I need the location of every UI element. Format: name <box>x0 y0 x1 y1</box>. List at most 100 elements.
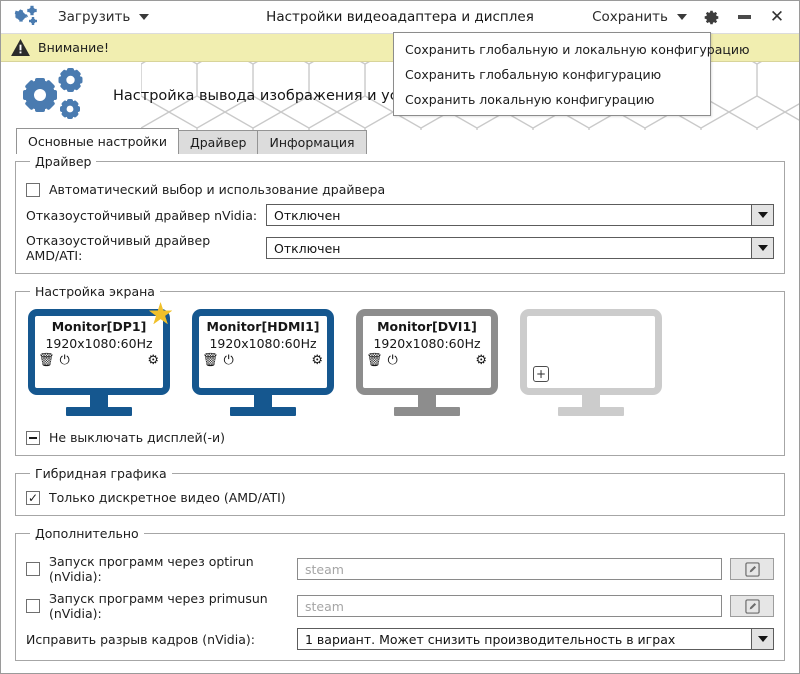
save-dropdown-menu: Сохранить глобальную и локальную конфигу… <box>393 32 750 116</box>
driver-group: Драйвер Автоматический выбор и использов… <box>15 154 785 274</box>
load-menu-button[interactable]: Загрузить <box>52 6 155 28</box>
power-icon[interactable]: ⏻ <box>387 353 398 368</box>
close-icon: ✕ <box>769 6 785 27</box>
primusrun-row: Запуск программ через primusun (nVidia):… <box>26 591 774 621</box>
monitor-body: + <box>520 309 662 395</box>
monitor-neck <box>254 395 272 407</box>
menu-item-save-local[interactable]: Сохранить локальную конфигурацию <box>405 92 655 107</box>
primusrun-label: Запуск программ через primusun (nVidia): <box>49 591 268 621</box>
tab-driver[interactable]: Драйвер <box>177 130 259 154</box>
keep-display-on-row: Не выключать дисплей(-и) <box>26 430 774 445</box>
monitor-card-dvi1[interactable]: Monitor[DVI1] 1920x1080:60Hz 🗑 ⏻ ⚙ <box>356 309 498 416</box>
hybrid-group-legend: Гибридная графика <box>35 466 167 481</box>
discrete-only-label: Только дискретное видео (AMD/ATI) <box>49 490 286 505</box>
additional-group: Дополнительно Запуск программ через opti… <box>15 526 785 661</box>
chevron-down-icon[interactable] <box>751 629 773 649</box>
save-menu-button[interactable]: Сохранить <box>588 6 691 28</box>
monitor-neck <box>582 395 600 407</box>
monitor-body: Monitor[HDMI1] 1920x1080:60Hz 🗑 ⏻ ⚙ <box>192 309 334 395</box>
optirun-label: Запуск программ через optirun (nVidia): <box>49 554 254 584</box>
monitor-neck <box>418 395 436 407</box>
load-menu-label: Загрузить <box>58 9 131 25</box>
power-icon[interactable]: ⏻ <box>59 353 70 368</box>
tearing-fix-label: Исправить разрыв кадров (nVidia): <box>26 631 255 647</box>
tearing-fix-combobox[interactable]: 1 вариант. Может снизить производительно… <box>297 628 774 650</box>
monitor-neck <box>90 395 108 407</box>
discrete-only-row: ✓ Только дискретное видео (AMD/ATI) <box>26 490 774 505</box>
plus-box-icon[interactable]: + <box>533 366 549 382</box>
amd-fallback-combobox[interactable]: Отключен <box>266 237 774 259</box>
nvidia-fallback-combobox[interactable]: Отключен <box>266 204 774 226</box>
gears-logo-icon <box>17 65 109 127</box>
auto-driver-row: Автоматический выбор и использование дра… <box>26 182 774 197</box>
trash-icon[interactable]: 🗑 <box>202 353 219 368</box>
nvidia-fallback-value: Отключен <box>274 207 341 223</box>
optirun-row: Запуск программ через optirun (nVidia): … <box>26 554 774 584</box>
monitor-list: ★ Monitor[DP1] 1920x1080:60Hz 🗑 ⏻ ⚙ <box>26 300 774 416</box>
auto-driver-label: Автоматический выбор и использование дра… <box>49 182 386 197</box>
tab-main-settings[interactable]: Основные настройки <box>16 128 179 154</box>
screen-settings-group: Настройка экрана ★ Monitor[DP1] 1920x108… <box>15 284 785 456</box>
menu-item-save-global-and-local[interactable]: Сохранить глобальную и локальную конфигу… <box>405 42 750 57</box>
edit-pencil-icon <box>744 561 760 577</box>
monitor-screen: + <box>527 316 655 388</box>
monitor-stand <box>558 407 624 416</box>
optirun-input[interactable]: steam <box>297 558 722 580</box>
monitor-stand <box>66 407 132 416</box>
gears-icon <box>8 3 46 31</box>
primusrun-checkbox[interactable] <box>26 599 40 613</box>
optirun-checkbox[interactable] <box>26 562 40 576</box>
monitor-screen: Monitor[HDMI1] 1920x1080:60Hz 🗑 ⏻ ⚙ <box>199 316 327 388</box>
amd-fallback-label: Отказоустойчивый драйвер AMD/ATI: <box>26 233 211 263</box>
edit-pencil-icon <box>744 598 760 614</box>
primusrun-edit-button[interactable] <box>730 595 774 617</box>
optirun-edit-button[interactable] <box>730 558 774 580</box>
chevron-down-icon[interactable] <box>751 238 773 258</box>
chevron-down-icon[interactable] <box>751 205 773 225</box>
titlebar-right-controls: Сохранить ✕ <box>588 4 799 30</box>
monitor-stand <box>230 407 296 416</box>
tab-bar: Основные настройки Драйвер Информация <box>1 128 799 154</box>
warning-triangle-icon <box>11 39 30 56</box>
keep-display-on-label: Не выключать дисплей(-и) <box>49 430 226 445</box>
monitor-card-hdmi1[interactable]: Monitor[HDMI1] 1920x1080:60Hz 🗑 ⏻ ⚙ <box>192 309 334 416</box>
driver-group-legend: Драйвер <box>35 154 92 169</box>
settings-button[interactable] <box>698 4 724 30</box>
gear-icon <box>704 10 718 24</box>
gear-icon[interactable]: ⚙ <box>147 353 159 368</box>
screen-group-legend: Настройка экрана <box>35 284 155 299</box>
monitor-resolution: 1920x1080:60Hz <box>45 336 153 351</box>
trash-icon[interactable]: 🗑 <box>366 353 383 368</box>
monitor-actions: 🗑 ⏻ ⚙ <box>199 354 327 367</box>
tearing-fix-value: 1 вариант. Может снизить производительно… <box>305 631 676 647</box>
chevron-down-icon <box>139 14 150 20</box>
warning-text: Внимание! <box>38 40 109 55</box>
auto-driver-checkbox[interactable] <box>26 182 40 197</box>
additional-group-legend: Дополнительно <box>35 526 139 541</box>
amd-fallback-value: Отключен <box>274 240 341 256</box>
monitor-body: Monitor[DVI1] 1920x1080:60Hz 🗑 ⏻ ⚙ <box>356 309 498 395</box>
nvidia-fallback-label: Отказоустойчивый драйвер nVidia: <box>26 207 258 223</box>
monitor-body: Monitor[DP1] 1920x1080:60Hz 🗑 ⏻ ⚙ <box>28 309 170 395</box>
monitor-actions: 🗑 ⏻ ⚙ <box>363 354 491 367</box>
gear-icon[interactable]: ⚙ <box>311 353 323 368</box>
add-monitor-card[interactable]: + <box>520 309 662 416</box>
trash-icon[interactable]: 🗑 <box>38 353 55 368</box>
menu-item-save-global[interactable]: Сохранить глобальную конфигурацию <box>405 67 662 82</box>
close-button[interactable]: ✕ <box>764 4 790 30</box>
discrete-only-checkbox[interactable]: ✓ <box>26 490 40 505</box>
monitor-screen: Monitor[DP1] 1920x1080:60Hz 🗑 ⏻ ⚙ <box>35 316 163 388</box>
tab-panel-main-settings: Драйвер Автоматический выбор и использов… <box>1 154 799 661</box>
power-icon[interactable]: ⏻ <box>223 353 234 368</box>
hybrid-graphics-group: Гибридная графика ✓ Только дискретное ви… <box>15 466 785 516</box>
monitor-card-dp1[interactable]: ★ Monitor[DP1] 1920x1080:60Hz 🗑 ⏻ ⚙ <box>28 300 174 416</box>
tab-information[interactable]: Информация <box>257 130 367 154</box>
minimize-button[interactable] <box>731 4 757 30</box>
keep-display-on-checkbox[interactable] <box>26 430 40 445</box>
monitor-actions: 🗑 ⏻ ⚙ <box>35 354 163 367</box>
chevron-down-icon <box>677 14 687 20</box>
primusrun-input[interactable]: steam <box>297 595 722 617</box>
gear-icon[interactable]: ⚙ <box>475 353 487 368</box>
monitor-name: Monitor[DP1] <box>51 319 147 334</box>
